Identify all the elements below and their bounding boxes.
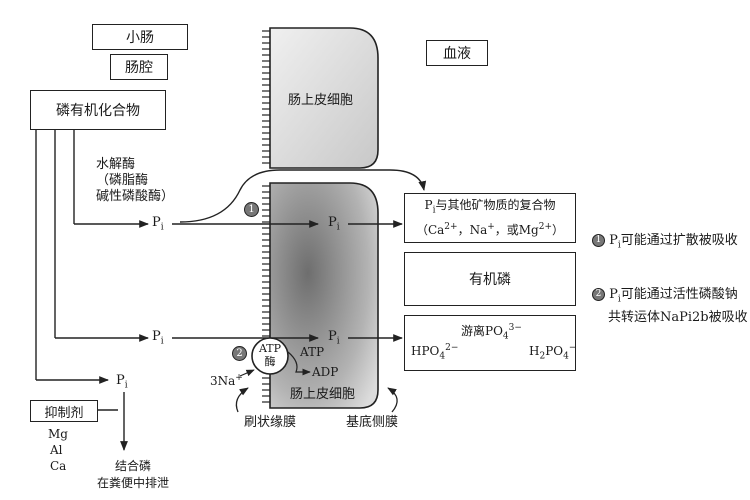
lumen-label: 肠腔 — [110, 54, 168, 80]
enzyme-line1: 水解酶 — [96, 157, 136, 172]
small-intestine-text: 小肠 — [126, 30, 154, 46]
inhibitor-al: Al — [50, 443, 63, 457]
sodium-label: 3Na+ — [210, 373, 243, 388]
pi-lumen-bottom: Pi — [116, 373, 128, 391]
small-intestine-label: 小肠 — [92, 24, 188, 50]
pi-lumen-top: Pi — [152, 215, 164, 233]
note-diffusion: 1 Pi可能通过扩散被吸收 — [592, 232, 738, 255]
route-marker-2: 2 — [232, 346, 247, 361]
organic-p-compound-box: 磷有机化合物 — [30, 90, 166, 130]
adp-label: ADP — [312, 365, 339, 379]
atpase-pump — [251, 337, 289, 375]
atp-label: ATP — [300, 345, 325, 359]
note-marker-2: 2 — [592, 288, 605, 301]
blood-label: 血液 — [426, 40, 488, 66]
free-po4-label: 游离PO43− — [461, 323, 522, 342]
note-napi2b: 2 Pi可能通过活性磷酸钠 共转运体NaPi2b被吸收 — [592, 286, 748, 326]
cell-upper-label: 肠上皮细胞 — [288, 93, 354, 108]
phosphate-equilibrium-box: 游离PO43− HPO42− H2PO4− — [404, 315, 576, 371]
bound-phosphate-label: 结合磷在粪便中排泄 — [96, 459, 169, 490]
h2po4-label: H2PO4− — [529, 343, 577, 362]
organic-p-box: 有机磷 — [404, 252, 576, 306]
organic-p-text: 有机磷 — [469, 272, 511, 288]
complex-line2: （Ca2+，Na+，或Mg2+） — [415, 222, 565, 238]
brush-border-label: 刷状缘膜 — [244, 415, 297, 430]
pi-cell-top: Pi — [328, 215, 340, 233]
enzyme-line2: （磷脂酶 — [96, 173, 149, 188]
lumen-text: 肠腔 — [125, 60, 153, 76]
inhibitor-box: 抑制剂 — [30, 400, 98, 422]
hpo4-label: HPO42− — [411, 343, 459, 362]
basolateral-label: 基底侧膜 — [346, 415, 399, 430]
organic-p-compound-text: 磷有机化合物 — [56, 103, 140, 119]
complex-box: Pi与其他矿物质的复合物 （Ca2+，Na+，或Mg2+） — [404, 193, 576, 243]
inhibitor-mg: Mg — [48, 427, 68, 441]
complex-line1: Pi与其他矿物质的复合物 — [424, 197, 556, 216]
route-marker-1: 1 — [244, 202, 259, 217]
cell-upper-body — [269, 27, 379, 169]
pi-lumen-mid: Pi — [152, 329, 164, 347]
note-marker-1: 1 — [592, 234, 605, 247]
enzyme-line3: 碱性磷酸酶） — [96, 189, 175, 204]
inhibitor-text: 抑制剂 — [44, 405, 84, 421]
inhibitor-ca: Ca — [50, 459, 67, 473]
blood-text: 血液 — [443, 46, 471, 62]
cell-lower-label: 肠上皮细胞 — [290, 387, 356, 402]
cell-lower-body — [269, 182, 379, 409]
pi-cell-mid: Pi — [328, 329, 340, 347]
